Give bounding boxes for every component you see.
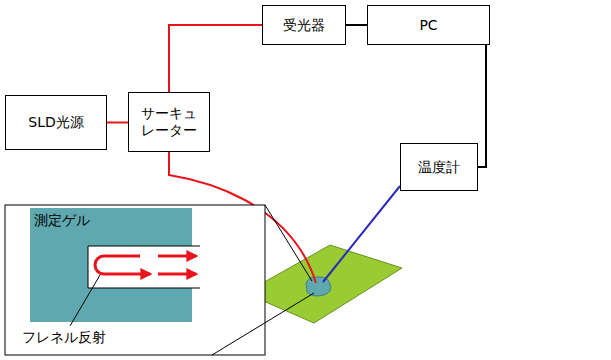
stage-plate (245, 245, 402, 323)
thermo-wire (323, 186, 400, 282)
box-text: PC (419, 17, 437, 34)
process-box: SLD光源 (5, 95, 107, 150)
fiber-channel (88, 246, 200, 288)
box-text: SLD光源 (28, 114, 83, 131)
process-box: 温度計 (400, 143, 478, 191)
process-box: サーキュレーター (128, 92, 210, 152)
gel-label: 測定ゲル (34, 212, 90, 229)
process-box: 受光器 (262, 5, 346, 45)
box-text: 温度計 (418, 159, 460, 176)
box-text: 受光器 (283, 17, 325, 34)
signal-wire (478, 45, 486, 167)
leader-line (70, 275, 100, 326)
reflection-label: フレネル反射 (22, 329, 106, 346)
light-arrow (158, 255, 196, 258)
optical-fiber (107, 122, 128, 124)
gel-sample (306, 277, 331, 296)
signal-wire (346, 24, 367, 26)
reflection-arrow (95, 256, 150, 274)
inset-frame (5, 205, 265, 355)
process-box: PC (367, 5, 490, 45)
optical-fiber (169, 25, 262, 92)
callout-line (212, 293, 314, 355)
light-arrow (158, 273, 196, 276)
callout-line (265, 205, 312, 281)
box-text: サーキュレーター (137, 105, 201, 139)
